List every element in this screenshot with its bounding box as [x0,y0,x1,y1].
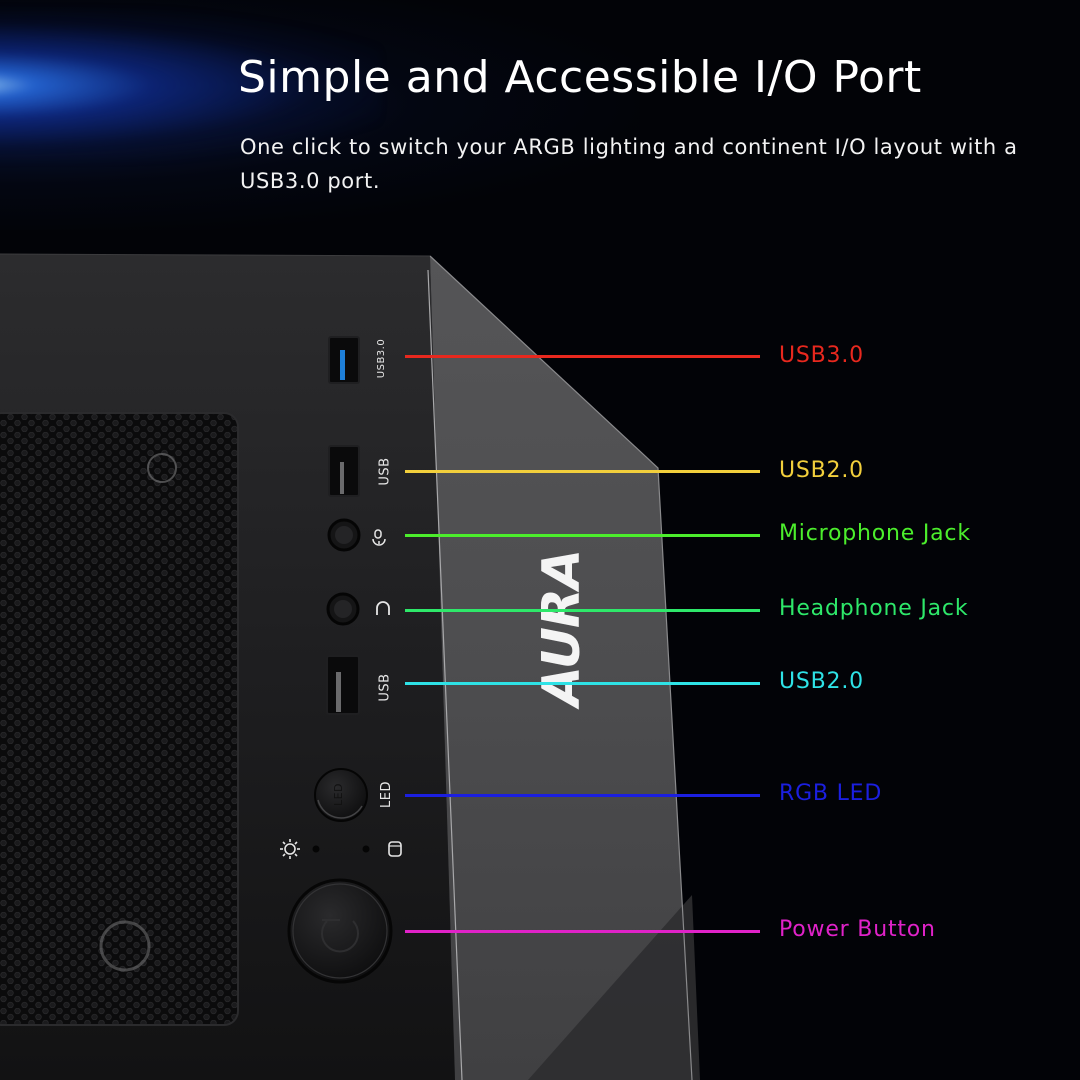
aura-brand-logo: AURA [532,550,592,710]
led-button-text: LED [332,782,346,807]
usb2-top-port [328,445,360,497]
callout-label-headphone: Headphone Jack [779,596,969,621]
microphone-jack [327,518,361,552]
headphone-icon [376,601,390,615]
power-icon [321,920,359,953]
callout-label-usb2-top: USB2.0 [779,458,864,483]
usb3-panel-label: USB3.0 [376,338,388,379]
callout-label-power: Power Button [779,917,936,942]
led-button [314,768,368,822]
callout-line-power [405,930,760,933]
callout-label-rgb-led: RGB LED [779,781,883,806]
callout-line-headphone [405,609,760,612]
svg-text:AURA: AURA [532,550,592,710]
background-light-flare [0,10,380,160]
power-button [287,878,393,984]
callout-line-usb3 [405,355,760,358]
mesh-vent-panel [0,412,239,1026]
callout-label-microphone: Microphone Jack [779,521,971,546]
case-glass-panel [430,256,692,1080]
callout-label-usb3: USB3.0 [779,343,864,368]
callout-line-usb2-top [405,470,760,473]
usb3-port [328,336,360,384]
sun-icon [280,839,300,859]
headphone-jack [326,592,360,626]
page-title: Simple and Accessible I/O Port [238,52,922,103]
hdd-led-dot [362,845,370,853]
callout-line-microphone [405,534,760,537]
microphone-icon [372,529,386,546]
page-subtitle: One click to switch your ARGB lighting a… [240,135,1018,193]
callout-label-usb2-bottom: USB2.0 [779,669,864,694]
led-panel-label: LED [378,781,394,808]
hdd-icon [388,841,402,857]
usb2-bottom-port [326,655,360,715]
power-led-dot [312,845,320,853]
usb2-bottom-panel-label: USB [377,673,393,702]
usb2-top-panel-label: USB [377,457,393,486]
callout-line-rgb-led [405,794,760,797]
callout-line-usb2-bottom [405,682,760,685]
